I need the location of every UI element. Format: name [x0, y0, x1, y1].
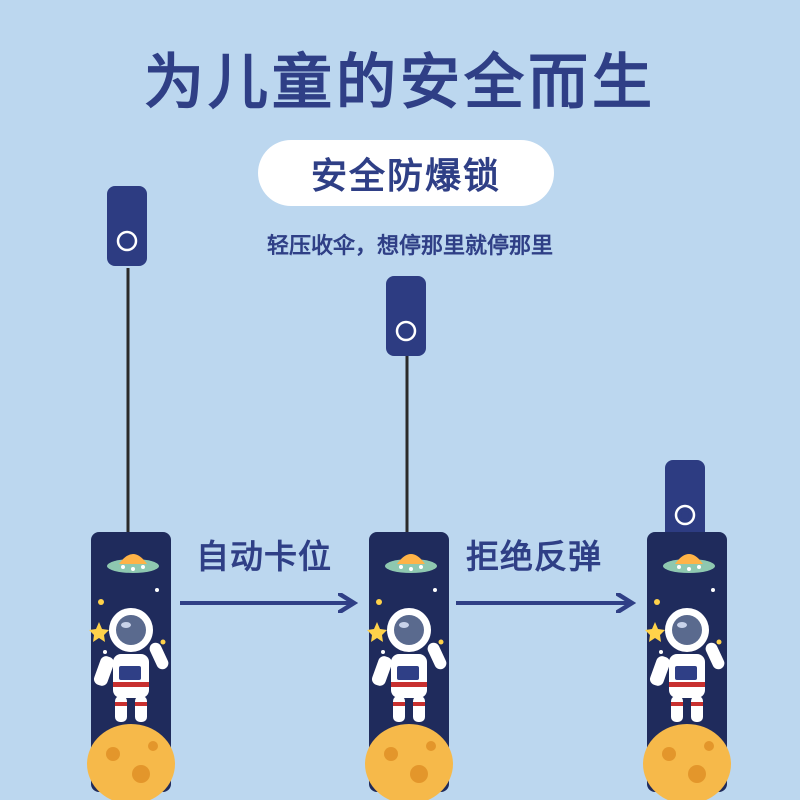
umbrella-case — [643, 532, 731, 800]
umbrella-closed — [643, 458, 731, 800]
step-label-auto-lock: 自动卡位 — [196, 537, 332, 576]
umbrella-case — [365, 532, 453, 800]
umbrella-case — [87, 532, 175, 800]
umbrella-cap — [663, 458, 707, 542]
headline-title: 为儿童的安全而生 — [144, 48, 656, 118]
feature-subtitle: 轻压收伞，想停那里就停那里 — [266, 234, 553, 259]
umbrella-partial — [365, 274, 453, 800]
feature-badge: 安全防爆锁 — [258, 140, 554, 206]
umbrella-extended — [87, 184, 175, 800]
umbrella-cap — [384, 274, 428, 358]
umbrella-cap — [105, 184, 149, 268]
step-label-no-rebound: 拒绝反弹 — [466, 537, 602, 576]
